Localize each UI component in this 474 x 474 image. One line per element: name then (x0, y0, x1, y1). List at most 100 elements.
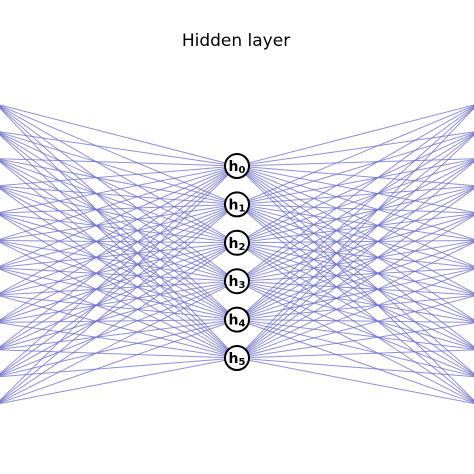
left-connection-line (0, 319, 238, 377)
right-connection-line (236, 268, 474, 321)
left-connection-line (0, 242, 238, 322)
right-connection-line (236, 104, 474, 167)
left-connection-line (0, 295, 238, 321)
left-connection-line (0, 240, 238, 244)
hidden-node-h3: h3 (224, 268, 250, 295)
right-connection-line (236, 240, 474, 244)
right-connection-line (236, 165, 474, 294)
left-connection-line (0, 165, 238, 267)
right-connection-line (236, 241, 474, 321)
right-connection-line (236, 165, 474, 321)
left-connection-line (0, 241, 238, 321)
right-connection-line (236, 241, 474, 359)
left-connection-line (0, 242, 238, 349)
left-connection-line (0, 357, 238, 405)
right-connection-line (236, 322, 474, 359)
left-connection-line (0, 165, 238, 213)
hidden-node-label: h3 (229, 274, 246, 291)
right-connection-line (236, 240, 474, 282)
right-connection-line (236, 268, 474, 359)
right-connection-line (236, 203, 474, 268)
left-connection-line (0, 319, 238, 323)
hidden-node-letter: h (229, 274, 239, 290)
right-connection-line (236, 203, 474, 375)
right-connection-line (236, 242, 474, 403)
right-connection-line (236, 203, 474, 295)
right-connection-line (236, 319, 474, 404)
right-connection-line (236, 203, 474, 348)
left-connection-line (0, 322, 238, 359)
left-connection-line (0, 204, 238, 402)
hidden-node-h5: h5 (224, 345, 250, 371)
right-connection-line (236, 295, 474, 321)
right-connection-line (236, 280, 474, 403)
right-connection-line (236, 242, 474, 349)
right-connection-line (236, 203, 474, 241)
hidden-node-h1: h1 (224, 191, 250, 218)
left-connection-line (0, 268, 238, 359)
left-connection-line (0, 203, 238, 348)
right-connection-line (236, 165, 474, 213)
right-connection-line (236, 349, 474, 359)
right-connection-line (236, 280, 474, 376)
hidden-node-circle (224, 153, 250, 179)
right-connection-line (236, 295, 474, 359)
left-connection-line (0, 349, 238, 359)
hidden-node-letter: h (229, 197, 239, 213)
right-connection-line (236, 242, 474, 376)
left-connection-line (0, 280, 238, 323)
right-connection-line (236, 131, 474, 167)
hidden-node-h4: h4 (224, 306, 250, 333)
right-connection-line (236, 280, 474, 323)
hidden-node-letter: h (229, 236, 239, 252)
right-connections (236, 104, 474, 405)
left-connection-line (0, 203, 238, 375)
hidden-node-h0: h0 (224, 153, 250, 179)
left-connection-line (0, 280, 238, 296)
hidden-node-letter: h (229, 313, 239, 329)
hidden-node-circle (224, 268, 250, 295)
hidden-node-h2: h2 (224, 229, 250, 256)
right-connection-line (236, 204, 474, 402)
left-connection-line (0, 165, 238, 187)
right-connection-line (236, 203, 474, 321)
hidden-node-index: 2 (239, 242, 246, 253)
left-connection-line (0, 165, 238, 348)
left-connection-line (0, 203, 238, 295)
right-connection-line (236, 165, 474, 187)
left-connection-line (0, 165, 238, 294)
right-connection-line (236, 165, 474, 240)
right-connection-line (236, 357, 474, 405)
left-connection-line (0, 104, 238, 167)
hidden-node-letter: h (229, 159, 239, 175)
right-connection-line (236, 319, 474, 377)
right-connection-line (236, 280, 474, 296)
hidden-node-index: 4 (239, 319, 246, 330)
left-connection-line (0, 203, 238, 321)
left-connection-line (0, 280, 238, 376)
left-connection-line (0, 242, 238, 268)
left-connection-line (0, 242, 238, 376)
right-connection-line (236, 165, 474, 375)
left-connection-line (0, 280, 238, 350)
hidden-node-label: h2 (229, 236, 246, 253)
hidden-node-circle (224, 229, 250, 256)
hidden-node-index: 1 (239, 203, 246, 214)
right-connection-line (236, 242, 474, 322)
right-connection-line (236, 158, 474, 167)
hidden-node-index: 5 (239, 357, 246, 368)
left-connection-line (0, 319, 238, 404)
hidden-node-label: h4 (229, 313, 246, 330)
hidden-node-circle (224, 306, 250, 333)
left-connection-line (0, 203, 238, 241)
left-connection-line (0, 242, 238, 295)
diagram-title: Hidden layer (182, 31, 290, 51)
left-connection-line (0, 240, 238, 282)
right-connection-line (236, 319, 474, 350)
left-connection-line (0, 165, 238, 402)
hidden-node-circle (224, 345, 250, 371)
left-connection-line (0, 357, 238, 378)
left-connection-line (0, 319, 238, 350)
